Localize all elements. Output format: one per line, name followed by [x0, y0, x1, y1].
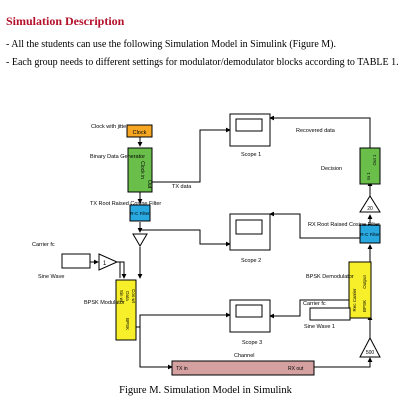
gain20-text: 20 — [367, 206, 373, 212]
bpsk-demod-label: BPSK Demodulator — [306, 274, 354, 280]
tx-data-label: TX data — [172, 184, 192, 190]
gain-one-text: 1 — [103, 261, 107, 267]
decision-port-out: Out 1 — [372, 154, 377, 166]
scope2-label: Scope 2 — [241, 258, 261, 264]
bdg-block — [127, 147, 153, 193]
scope1-screen — [235, 118, 263, 132]
decision-block — [359, 147, 381, 185]
decision-label: Decision — [321, 166, 342, 172]
sine-wave-label: Sine Wave — [38, 274, 64, 280]
rxrc-text: R-C Filter — [360, 232, 380, 237]
bdg-port-clk: Clock in — [139, 161, 145, 179]
bpsk-mod-port-out: BPSK — [125, 318, 130, 330]
bpsk-mod-label: BPSK Modulator — [84, 300, 125, 306]
sine-wave-block — [61, 253, 91, 269]
gain500-icon — [359, 336, 381, 358]
decision-port-in: In 1 — [366, 172, 371, 180]
carrier-label: Carrier fc — [32, 242, 55, 248]
carrier-rx-label: Carrier fc — [303, 301, 326, 307]
bpsk-mod-port-sin: Sin wt — [119, 290, 124, 303]
txrc-text: R-C Filter — [130, 211, 150, 216]
scope3-screen — [235, 304, 263, 318]
bpsk-mod-block — [115, 279, 137, 341]
paragraph-1: - All the students can use the following… — [6, 39, 336, 50]
rxrc-label: RX Root Raised Cosine Filter — [308, 222, 380, 228]
bpsk-mod-port-data: Data — [125, 291, 130, 301]
paragraph-2: - Each group needs to different settings… — [6, 57, 399, 68]
rxrc-block — [359, 224, 381, 244]
demod-port-output: Output — [362, 274, 367, 288]
section-title: Simulation Description — [6, 14, 125, 28]
channel-tx-in: TX in — [176, 366, 188, 372]
gain500-text: 500 — [366, 350, 375, 356]
txrc-block — [129, 204, 151, 222]
scope3-label: Scope 3 — [242, 340, 262, 346]
clock-text: Clock — [133, 130, 147, 136]
channel-label: Channel — [234, 353, 255, 359]
scope2-screen — [235, 219, 263, 235]
bdg-label: Binary Data Generator — [90, 154, 145, 160]
channel-rx-out: RX out — [288, 366, 304, 372]
clock-jitter-label: Clock with jitter — [91, 124, 128, 130]
figure-caption: Figure M. Simulation Model in Simulink — [119, 385, 292, 396]
gain-tri-data — [132, 233, 148, 247]
gain20-icon — [359, 195, 381, 213]
demod-port-bpsk: BPSK — [362, 300, 367, 312]
bpsk-mod-port-cos: Cos wt — [131, 289, 136, 304]
sine-wave1-label: Sine Wave 1 — [304, 324, 335, 330]
bdg-port-out: Out — [146, 180, 152, 189]
scope1-label: Scope 1 — [241, 152, 261, 158]
sine-wave1-block — [309, 307, 351, 321]
clock-block — [126, 124, 153, 138]
channel-block — [171, 360, 315, 376]
demod-port-rec: Rec Carrier — [352, 288, 357, 312]
recovered-label: Recovered data — [296, 128, 336, 134]
txrc-label: TX Root Raised Cosine Filter — [90, 201, 161, 207]
gain-one-icon — [98, 253, 119, 271]
bpsk-demod-block — [348, 261, 372, 319]
